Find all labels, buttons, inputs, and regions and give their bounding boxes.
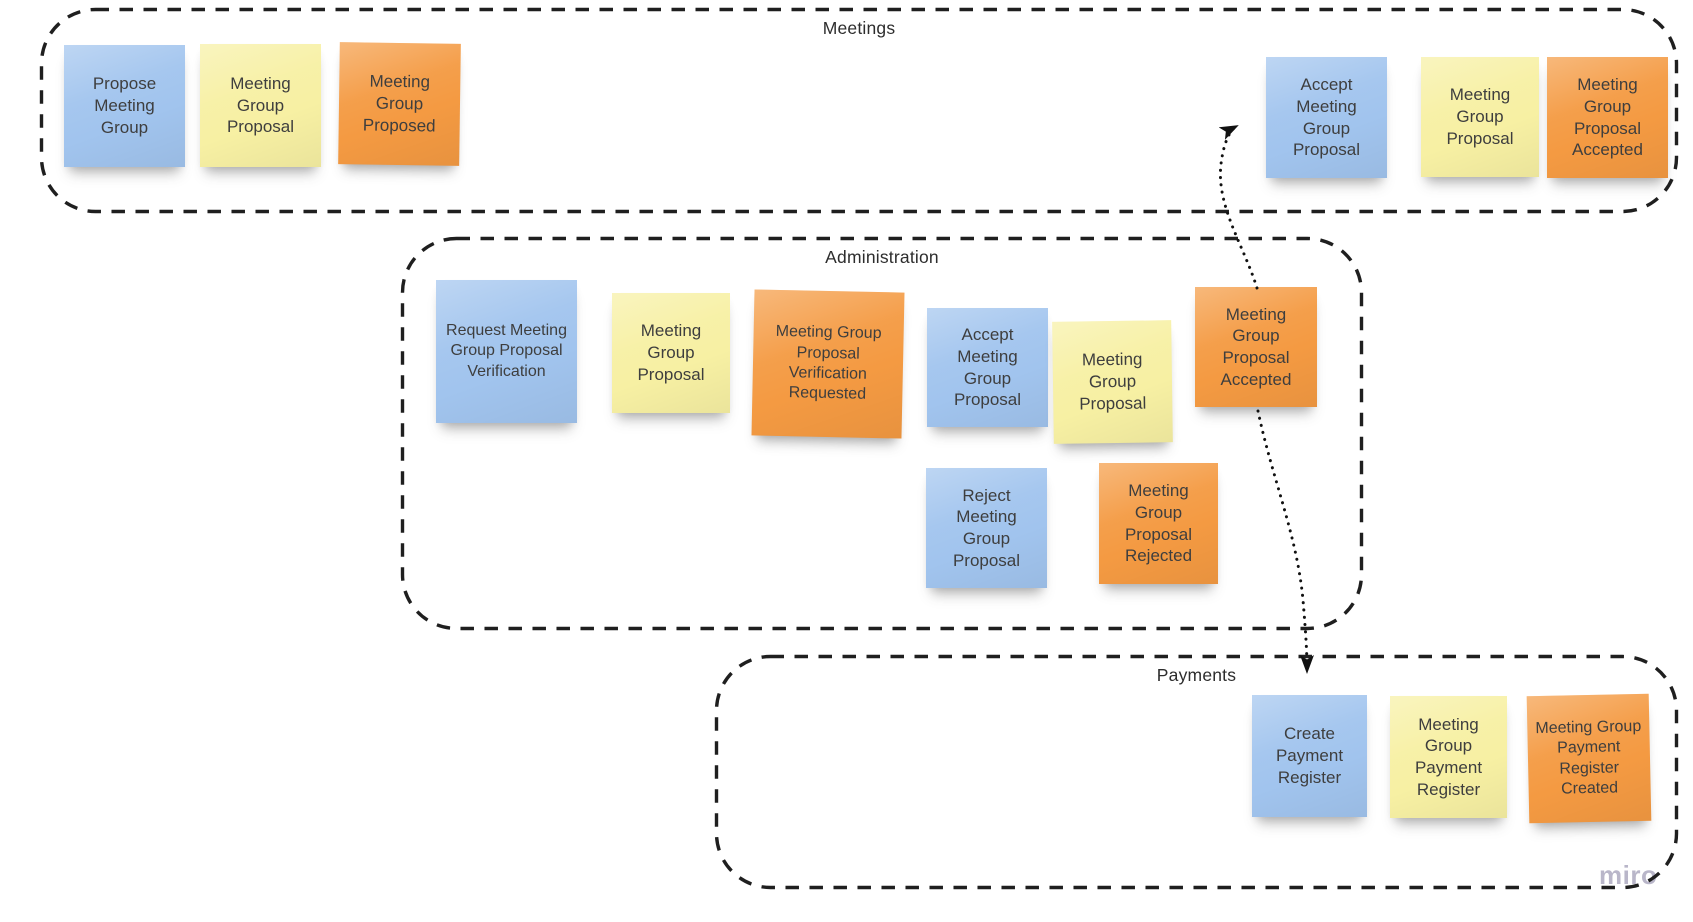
miro-watermark-logo: miro: [1599, 860, 1658, 890]
sticky-note-text: Propose Meeting Group: [92, 74, 157, 137]
sticky-note-create-payment-register[interactable]: Create Payment Register: [1252, 695, 1367, 817]
sticky-note-text: Meeting Group Proposal: [637, 321, 705, 384]
sticky-note-text: Meeting Group Proposed: [362, 71, 436, 136]
sticky-note-text: Meeting Group Proposal: [226, 73, 295, 137]
sticky-note-meeting-group-proposal-3[interactable]: Meeting Group Proposal: [612, 293, 730, 413]
sticky-note-propose-meeting-group[interactable]: Propose Meeting Group: [64, 45, 185, 167]
sticky-note-text: Meeting Group Proposal Verification Requ…: [775, 322, 882, 404]
sticky-note-text: Meeting Group Proposal Accepted: [1572, 75, 1643, 160]
sticky-note-text: Create Payment Register: [1275, 724, 1344, 787]
sticky-note-meeting-group-proposal-accepted-1[interactable]: Meeting Group Proposal Accepted: [1547, 57, 1668, 178]
sticky-note-meeting-group-proposal-verification-requested[interactable]: Meeting Group Proposal Verification Requ…: [751, 289, 905, 439]
sticky-note-meeting-group-proposal-1[interactable]: Meeting Group Proposal: [200, 44, 321, 167]
sticky-note-meeting-group-proposed[interactable]: Meeting Group Proposed: [338, 42, 461, 166]
sticky-note-text: Meeting Group Payment Register: [1414, 714, 1483, 799]
sticky-note-meeting-group-payment-register[interactable]: Meeting Group Payment Register: [1390, 696, 1507, 818]
sticky-note-request-meeting-group-proposal-verification[interactable]: Request Meeting Group Proposal Verificat…: [436, 280, 577, 423]
sticky-note-meeting-group-proposal-4[interactable]: Meeting Group Proposal: [1052, 320, 1173, 444]
sticky-note-meeting-group-proposal-2[interactable]: Meeting Group Proposal: [1421, 57, 1539, 177]
sticky-note-meeting-group-proposal-accepted-2[interactable]: Meeting Group Proposal Accepted: [1195, 287, 1317, 407]
frame-title-administration[interactable]: Administration: [825, 247, 939, 267]
sticky-note-meeting-group-proposal-rejected[interactable]: Meeting Group Proposal Rejected: [1099, 463, 1218, 584]
sticky-note-text: Meeting Group Proposal Accepted: [1220, 304, 1292, 389]
sticky-note-text: Meeting Group Proposal Rejected: [1124, 481, 1193, 566]
sticky-note-meeting-group-payment-register-created[interactable]: Meeting Group Payment Register Created: [1526, 693, 1652, 824]
sticky-note-text: Reject Meeting Group Proposal: [952, 485, 1021, 570]
frame-title-payments[interactable]: Payments: [1156, 665, 1237, 685]
sticky-note-accept-meeting-group-proposal-1[interactable]: Accept Meeting Group Proposal: [1266, 57, 1387, 178]
frame-title-meetings[interactable]: Meetings: [822, 18, 896, 38]
sticky-note-text: Meeting Group Proposal: [1446, 85, 1514, 148]
sticky-note-reject-meeting-group-proposal[interactable]: Reject Meeting Group Proposal: [926, 468, 1047, 588]
sticky-note-text: Accept Meeting Group Proposal: [953, 325, 1022, 410]
sticky-note-text: Meeting Group Proposal: [1079, 349, 1147, 414]
sticky-note-accept-meeting-group-proposal-2[interactable]: Accept Meeting Group Proposal: [927, 308, 1048, 427]
sticky-note-text: Accept Meeting Group Proposal: [1292, 75, 1361, 160]
sticky-note-text: Request Meeting Group Proposal Verificat…: [446, 321, 567, 380]
sticky-note-text: Meeting Group Payment Register Created: [1535, 717, 1642, 798]
